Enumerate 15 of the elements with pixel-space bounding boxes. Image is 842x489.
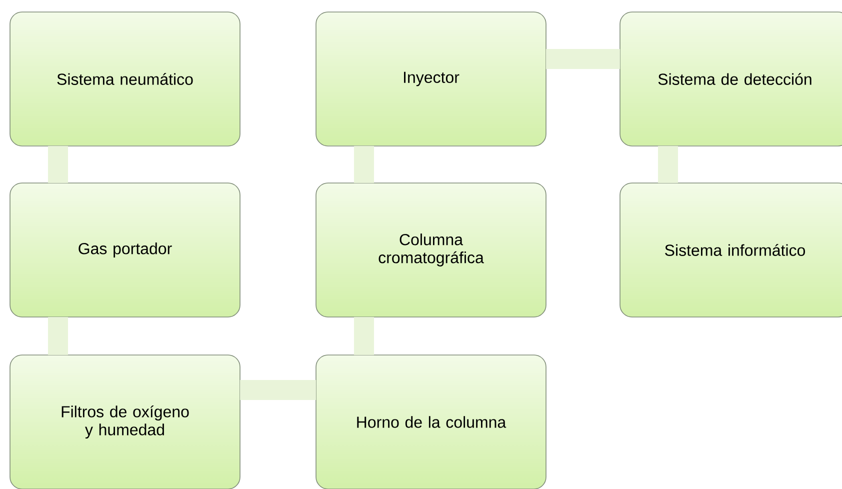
process-box: Columna cromatográfica [316,182,546,318]
process-box: Sistema informático [620,182,842,318]
connector-bar [658,146,678,183]
connector-bar [354,146,374,183]
connector-bar [354,317,374,355]
connector-bar [48,317,68,355]
process-box: Gas portador [10,182,240,318]
process-box: Sistema neumático [10,12,240,146]
connector-bar [240,380,316,400]
process-box: Inyector [316,12,546,146]
process-box: Filtros de oxígeno y humedad [10,354,240,489]
connector-bar [48,146,68,183]
connector-bar [546,49,620,69]
process-box: Sistema de detección [620,12,842,146]
process-box: Horno de la columna [316,354,546,489]
